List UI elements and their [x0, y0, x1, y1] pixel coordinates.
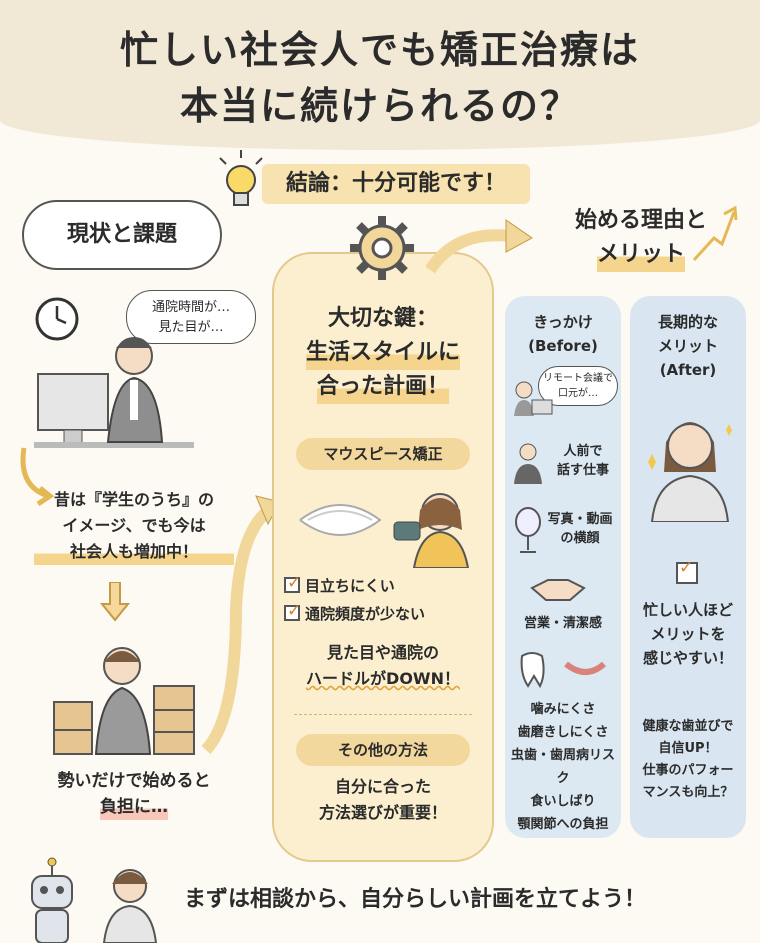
smiling-woman-illustration: [648, 422, 732, 522]
photo-text: 写真・動画 の横顔: [542, 510, 618, 548]
background-text: 昔は『学生のうち』の イメージ、でも今は 社会人も増加中！: [34, 487, 234, 565]
key-line-1: 大切な鍵：: [327, 306, 438, 331]
up-trend-arrow-icon: [692, 205, 738, 262]
risk-line-2: 負担に…: [100, 794, 168, 820]
current-issues-label: 現状と課題: [22, 200, 222, 270]
other-line-1: 自分に合った: [334, 777, 431, 796]
reasons-line-1: 始める理由と: [574, 208, 707, 233]
handshake-icon: [530, 579, 586, 601]
speech-text: 人前で 話す仕事: [548, 442, 618, 480]
robot-and-woman-illustration: [31, 857, 158, 943]
curved-arrow-icon: [20, 447, 54, 506]
reasons-title: 始める理由と メリット: [546, 204, 736, 272]
key-title: 大切な鍵： 生活スタイルに 合った計画！: [272, 302, 494, 404]
footer-text: まずは相談から、自分らしい計画を立てよう！: [184, 887, 647, 912]
office-worker-illustration: [34, 337, 194, 448]
remote-line-1: リモート会議で: [543, 373, 613, 384]
tooth-icon: [520, 652, 606, 689]
check-item-1: 目立ちにくい: [284, 573, 395, 596]
after-main-text: 忙しい人ほど メリットを 感じやすい！: [630, 598, 746, 670]
risk-text: 勢いだけで始めると 負担に…: [34, 768, 234, 820]
aligner-illustration: [299, 493, 470, 568]
after-heading: 長期的な メリット (After): [630, 310, 746, 382]
speech-line-2: 話す仕事: [556, 463, 609, 478]
check-item-2: 通院頻度が少ない: [284, 601, 426, 624]
title-line-2: 本当に続けられるの？: [179, 84, 580, 128]
other-line-2: 方法選びが重要！: [318, 803, 447, 822]
after-heading-3: (After): [659, 361, 717, 379]
key-line-2: 生活スタイルに: [305, 336, 460, 370]
after-line-2: メリットを: [650, 625, 726, 643]
after-checkbox-icon: [676, 558, 698, 584]
before-heading-2: (Before): [528, 337, 598, 355]
background-line-3: 社会人も増加中！: [34, 539, 234, 565]
mirror-icon: [515, 507, 541, 553]
clock-icon: [35, 297, 79, 341]
issue-item: 歯磨きしにくさ: [517, 725, 609, 740]
worry-line-1: 通院時間が…: [151, 300, 230, 315]
page-title: 忙しい社会人でも矯正治療は 本当に続けられるの？: [0, 22, 760, 134]
after-line-3: 感じやすい！: [642, 649, 733, 667]
merit-text: 見た目や通院の ハードルがDOWN！: [272, 640, 494, 692]
after-detail-2: 自信UP！: [658, 741, 718, 756]
down-arrow-icon: [100, 582, 130, 622]
after-heading-2: メリット: [657, 337, 718, 355]
after-detail-4: マンスも向上？: [642, 785, 734, 800]
gear-icon: [350, 216, 414, 280]
divider: [294, 714, 472, 715]
after-heading-1: 長期的な: [657, 313, 718, 331]
after-detail-text: 健康な歯並びで 自信UP！ 仕事のパフォー マンスも向上？: [630, 716, 746, 804]
other-methods-text: 自分に合った 方法選びが重要！: [272, 774, 494, 826]
after-line-1: 忙しい人ほど: [642, 601, 733, 619]
footer-message: まずは相談から、自分らしい計画を立てよう！: [184, 882, 744, 918]
check-label-2: 通院頻度が少ない: [305, 605, 426, 623]
key-line-3: 合った計画！: [316, 370, 449, 404]
merit-line-2: ハードルがDOWN！: [306, 669, 460, 688]
worry-bubble: 通院時間が… 見た目が…: [126, 290, 256, 344]
merit-line-1: 見た目や通院の: [326, 643, 439, 662]
after-detail-1: 健康な歯並びで: [642, 719, 734, 734]
remote-bubble: リモート会議で 口元が…: [538, 366, 618, 406]
issue-item: 虫歯・歯周病リスク: [510, 748, 615, 786]
before-heading-1: きっかけ: [533, 313, 593, 331]
stressed-worker-illustration: [53, 647, 195, 755]
checkbox-icon: [284, 573, 301, 593]
photo-line-1: 写真・動画: [547, 512, 613, 527]
background-line-2: イメージ、でも今は: [62, 516, 206, 535]
issue-item: 顎関節への負担: [517, 817, 609, 832]
conclusion-banner: 結論：十分可能です！: [262, 164, 530, 204]
issue-item: 噛みにくさ: [530, 702, 596, 717]
sales-text: 営業・清潔感: [523, 616, 602, 631]
issue-item: 食いしばり: [530, 794, 596, 809]
worry-line-2: 見た目が…: [158, 320, 224, 335]
title-line-1: 忙しい社会人でも矯正治療は: [119, 28, 640, 72]
laptop-person-icon: [514, 381, 553, 416]
check-label-1: 目立ちにくい: [305, 577, 395, 595]
other-methods-tag: その他の方法: [296, 734, 470, 766]
header-band: [0, 0, 760, 150]
background-line-1: 昔は『学生のうち』の: [53, 490, 214, 509]
remote-line-2: 口元が…: [558, 388, 598, 399]
mouthpiece-tag: マウスピース矯正: [296, 438, 470, 470]
reasons-line-2: メリット: [596, 238, 685, 272]
curved-right-arrow-icon: [426, 219, 533, 274]
lightbulb-icon: [219, 150, 263, 206]
issues-list: 噛みにくさ 歯磨きしにくさ 虫歯・歯周病リスク 食いしばり 顎関節への負担: [505, 698, 621, 836]
speaking-person-icon: [514, 443, 542, 484]
photo-line-2: の横顔: [560, 531, 600, 546]
checkbox-icon: [284, 601, 301, 621]
before-heading: きっかけ (Before): [505, 310, 621, 358]
speech-line-1: 人前で: [563, 444, 603, 459]
risk-line-1: 勢いだけで始めると: [57, 771, 211, 791]
after-detail-3: 仕事のパフォー: [642, 763, 734, 778]
